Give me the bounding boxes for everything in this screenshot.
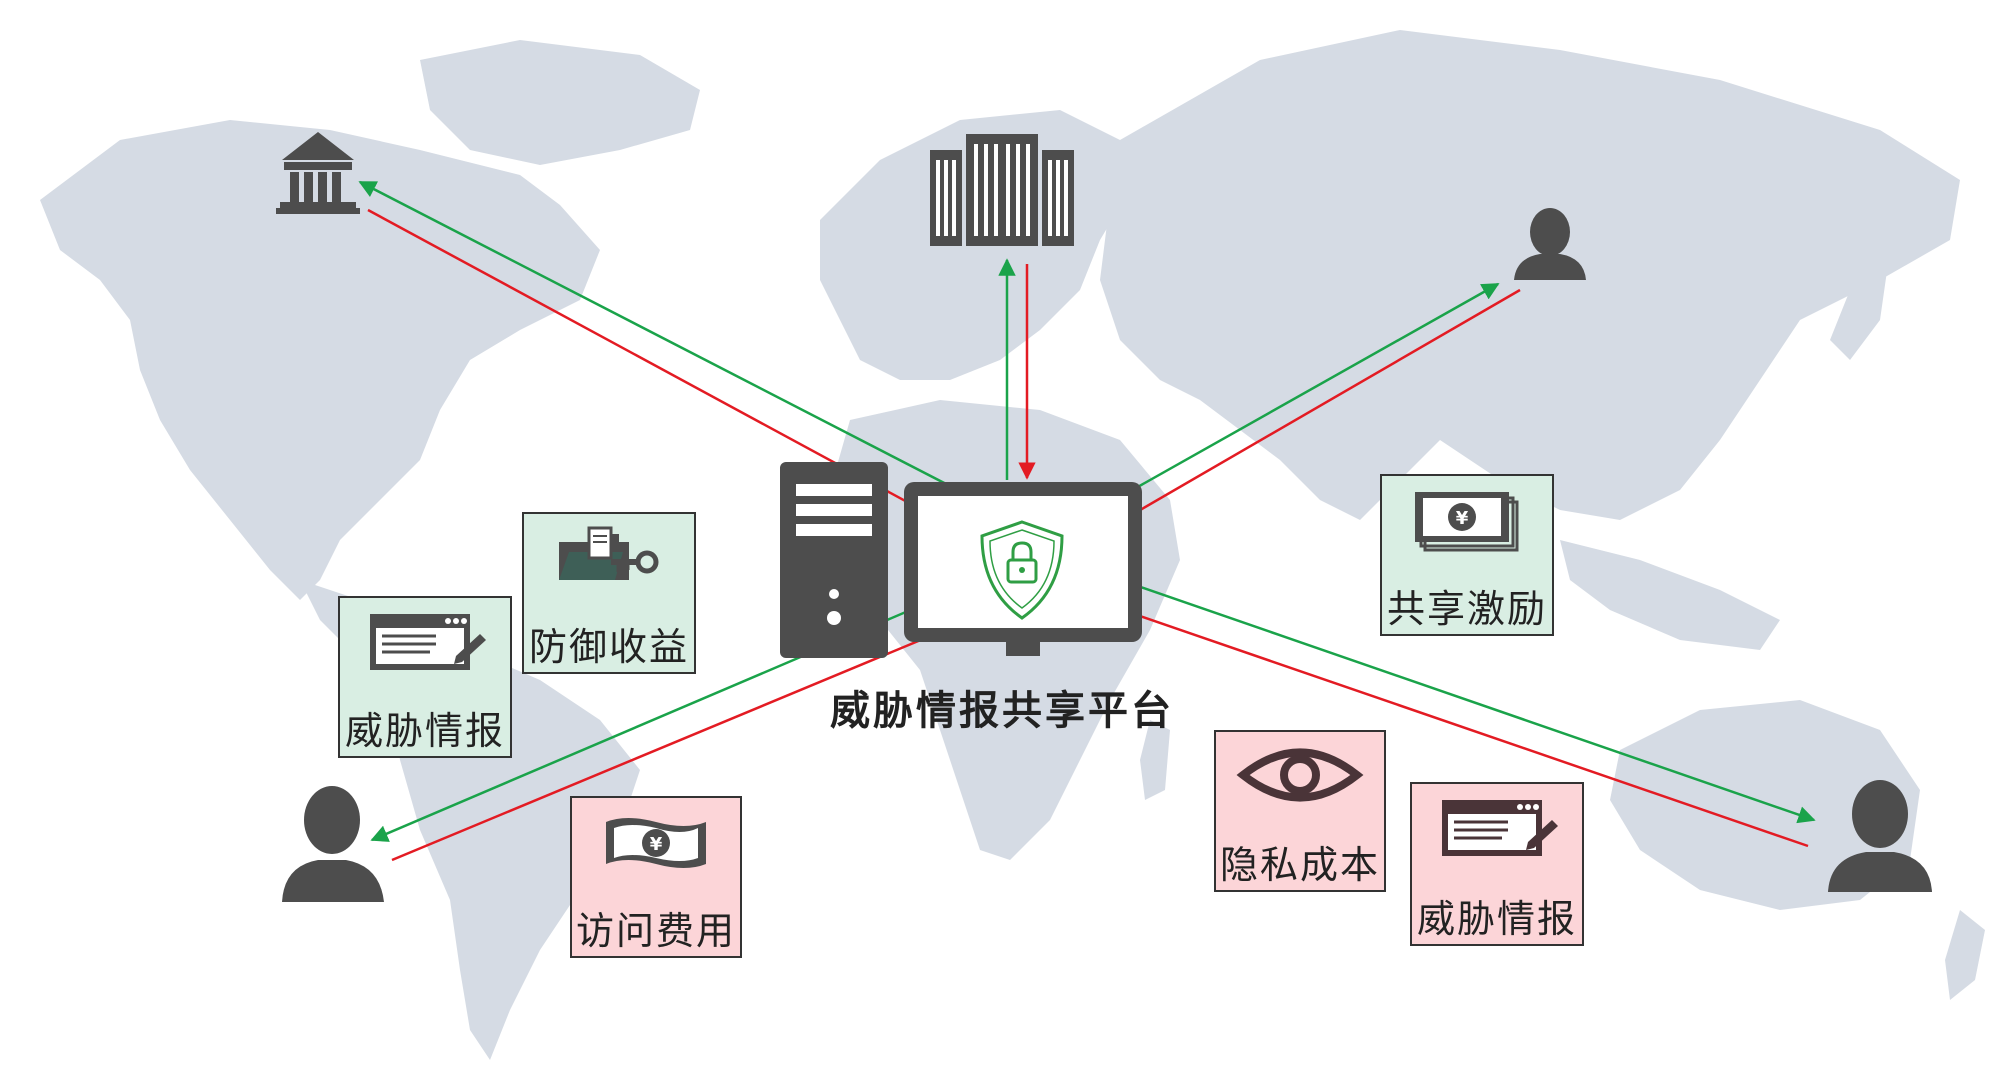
svg-text:¥: ¥ [1456,508,1469,529]
money-stack-icon: ¥ [1415,492,1519,552]
svg-text:¥: ¥ [650,834,663,855]
bank-icon [276,132,360,214]
arrow-platform-to-bank [358,180,986,506]
platform-label: 威胁情报共享平台 [830,687,1174,734]
madagascar [1140,720,1170,800]
user-icon-sw [282,786,384,902]
japan [1830,240,1890,360]
report-edit-icon [370,614,486,670]
folder-key-icon [559,526,659,580]
arrow-user-se-to-platform [1074,590,1809,848]
user-icon-ne [1514,208,1586,280]
southeast-asia [1560,540,1780,650]
report-edit-icon [1442,800,1558,856]
datacenter-icon [930,134,1074,246]
continents [40,30,1985,1060]
threat-intel-label-left: 威胁情报 [344,709,505,753]
greenland [420,40,700,165]
banknote-yen-icon: ¥ [606,818,706,868]
north-america [40,120,600,600]
access-fee-label: 访问费用 [576,909,737,953]
australia [1610,700,1920,910]
shield-lock-icon [980,520,1064,620]
sharing-incentive-label: 共享激励 [1386,587,1547,631]
sharing-incentive-card: ¥ 共享激励 [1380,474,1554,636]
new-zealand [1945,910,1985,1000]
arrow-platform-to-user-ne [1071,282,1500,526]
threat-intel-card-right: 威胁情报 [1410,782,1584,946]
threat-intel-label-right: 威胁情报 [1416,897,1577,941]
privacy-cost-label: 隐私成本 [1220,843,1381,887]
threat-intel-card-left: 威胁情报 [338,596,512,758]
monitor-icon [904,482,1142,656]
privacy-cost-card: 隐私成本 [1214,730,1386,892]
arrow-user-ne-to-platform [1076,288,1521,548]
access-fee-card: ¥ 访问费用 [570,796,742,958]
user-icon-se [1828,780,1932,892]
server-tower-icon [780,462,888,658]
arrow-platform-to-user-se [1079,564,1816,824]
arrow-user-sw-to-platform [391,609,990,862]
eye-icon [1236,748,1364,802]
defense-benefit-card: 防御收益 [522,512,696,674]
defense-benefit-label: 防御收益 [528,625,689,669]
